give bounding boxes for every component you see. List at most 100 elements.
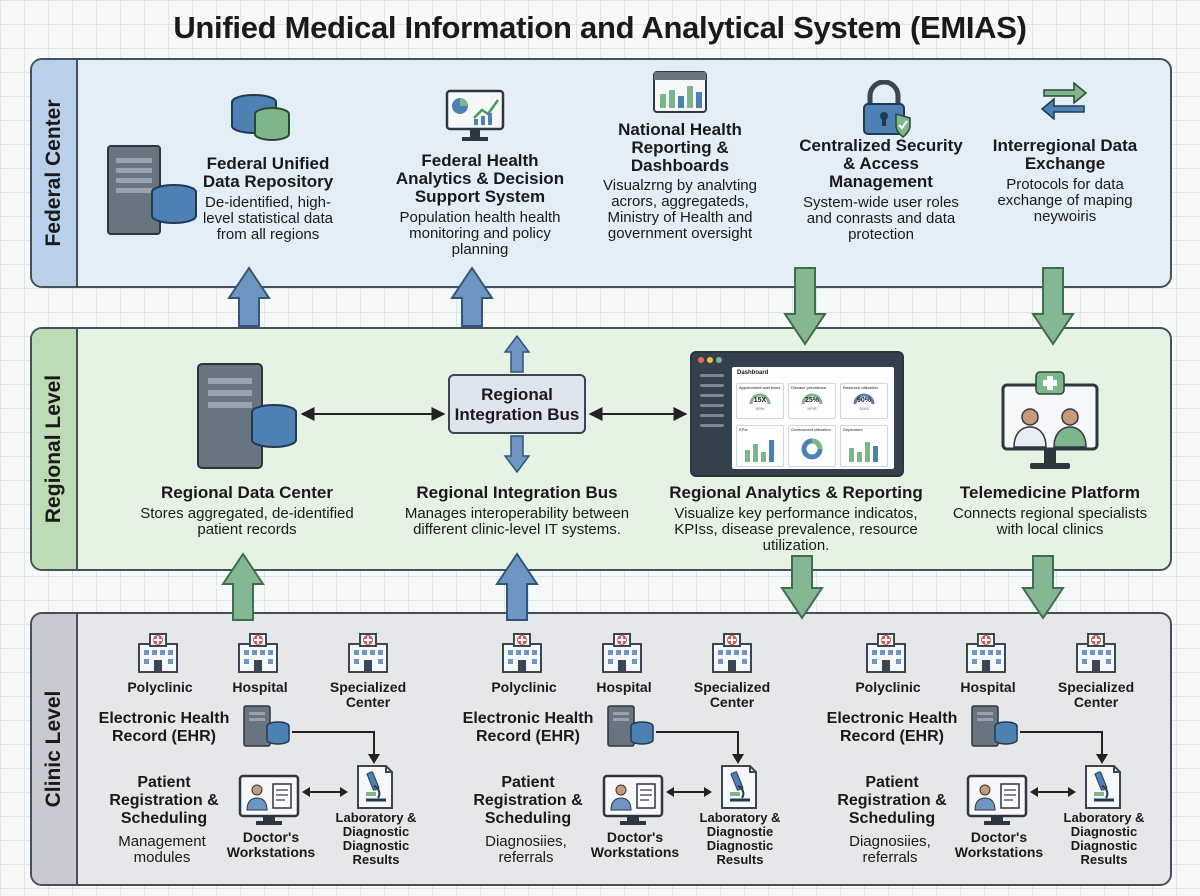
exchange-arrows-icon (1040, 82, 1088, 120)
card-title: Disease prevalence (791, 385, 827, 390)
specialized-center-building-icon (348, 633, 388, 673)
card-title: Appointment wait times (739, 385, 781, 390)
ehr-to-lab-connector (292, 731, 380, 764)
card-sub: KPIS (807, 406, 817, 411)
regional-integration-bus-title: Regional Integration Bus (416, 483, 618, 502)
regional-server-icon (197, 363, 297, 469)
card-title: Dependent (843, 427, 863, 432)
workstations-label: Doctor's Workstations (590, 829, 680, 860)
federal-repository-title: Federal Unified Data Repository (202, 154, 334, 191)
workstations-label: Doctor's Workstations (954, 829, 1044, 860)
ehr-server-icon (243, 705, 290, 747)
hospital-building-icon (966, 633, 1006, 673)
polyclinic-building-icon (866, 633, 906, 673)
polyclinic-label: Polyclinic (491, 679, 557, 695)
gauge-icon (853, 393, 875, 405)
doctor-workstation-icon (238, 774, 300, 825)
regional-dashboard-screen: Dashboard Appointment wait times 15X KPI… (690, 351, 904, 477)
federal-server-icon (107, 145, 197, 235)
ehr-to-lab-connector (1020, 731, 1108, 764)
workstation-lab-link (1030, 787, 1076, 797)
registration-title: Patient Registration & Scheduling (109, 774, 219, 827)
workstations-label: Doctor's Workstations (226, 829, 316, 860)
federal-exchange-title: Interregional Data Exchange (992, 136, 1138, 173)
federal-reporting-desc: Visualzrng by analvting acrors, aggregat… (603, 177, 757, 242)
diagram-title: Unified Medical Information and Analytic… (173, 10, 1027, 45)
ehr-to-lab-connector (656, 731, 744, 764)
federal-exchange-desc: Protocols for data exchange of maping ne… (997, 176, 1133, 225)
telemedicine-monitor-icon (1001, 371, 1099, 469)
doctor-workstation-icon (966, 774, 1028, 825)
reporting-dashboard-icon (653, 71, 707, 113)
ehr-server-icon (607, 705, 654, 747)
dashboard-card: Appointment wait times 15X KPIs (736, 383, 784, 419)
dashboard-sidebar (696, 367, 728, 469)
federal-repository-desc: De-identified, high-level statistical da… (202, 194, 334, 243)
regional-analytics-desc: Visualize key performance indicatos, KPI… (674, 505, 918, 554)
hospital-building-icon (238, 633, 278, 673)
polyclinic-building-icon (138, 633, 178, 673)
specialized-center-label: Specialized Center (693, 679, 771, 710)
polyclinic-building-icon (502, 633, 542, 673)
dashboard-card: Dependent (840, 425, 888, 467)
lab-report-microscope-icon (721, 765, 757, 809)
federal-security-desc: System-wide user roles and conrasts and … (803, 194, 959, 243)
workstation-lab-link (302, 787, 348, 797)
specialized-center-label: Specialized Center (1057, 679, 1135, 710)
lab-results-label: Laboratory & Diagnostic Diagnostic Resul… (335, 810, 417, 867)
ehr-title: Electronic Health Record (EHR) (826, 710, 958, 745)
regional-data-center-title: Regional Data Center (161, 483, 333, 502)
registration-title: Patient Registration & Scheduling (837, 774, 947, 827)
federal-security-title: Centralized Security & Access Management (799, 136, 963, 191)
card-title: Government utilization (791, 427, 831, 432)
registration-title: Patient Registration & Scheduling (473, 774, 583, 827)
regional-label-text: Regional Level (42, 374, 65, 524)
security-lock-icon (863, 80, 911, 138)
regional-integration-bus-box: Regional Integration Bus (448, 374, 586, 434)
regional-analytics-title: Regional Analytics & Reporting (669, 483, 923, 502)
bar-chart-icon (745, 440, 774, 462)
specialized-center-label: Specialized Center (329, 679, 407, 710)
gauge-icon (749, 393, 771, 405)
gauge-icon (801, 393, 823, 405)
analytics-monitor-icon (445, 89, 505, 141)
federal-band-label: Federal Center (32, 60, 78, 286)
doctor-workstation-icon (602, 774, 664, 825)
dashboard-card: Disease prevalence 25% KPIS (788, 383, 836, 419)
federal-database-icon (231, 94, 290, 141)
registration-desc: Diagnosiies, referrals (485, 833, 567, 866)
polyclinic-label: Polyclinic (127, 679, 193, 695)
card-sub: KPIs (755, 406, 765, 411)
hospital-label: Hospital (596, 679, 652, 695)
lab-report-microscope-icon (357, 765, 393, 809)
regional-integration-bus-desc: Manages interoperability between differe… (404, 505, 630, 538)
hospital-building-icon (602, 633, 642, 673)
federal-band: Federal Center (30, 58, 1172, 288)
ehr-title: Electronic Health Record (EHR) (462, 710, 594, 745)
specialized-center-building-icon (712, 633, 752, 673)
card-value: 15X (753, 397, 767, 404)
dashboard-card: KPIs (736, 425, 784, 467)
card-value: 25% (804, 397, 819, 404)
clinic-band-label: Clinic Level (32, 614, 78, 884)
regional-band-label: Regional Level (32, 329, 78, 569)
card-sub: 9203 (859, 406, 869, 411)
ehr-title: Electronic Health Record (EHR) (98, 710, 230, 745)
ehr-server-icon (971, 705, 1018, 747)
clinic-label-text: Clinic Level (42, 690, 65, 808)
polyclinic-label: Polyclinic (855, 679, 921, 695)
dashboard-card: Resource utilization 90% 9203 (840, 383, 888, 419)
lab-report-microscope-icon (1085, 765, 1121, 809)
hospital-label: Hospital (232, 679, 288, 695)
registration-desc: Management modules (118, 833, 206, 866)
card-value: 90% (856, 397, 871, 404)
federal-label-text: Federal Center (42, 99, 65, 247)
telemedicine-title: Telemedicine Platform (959, 483, 1141, 502)
card-title: Resource utilization (843, 385, 878, 390)
lab-results-label: Laboratory & Diagnostic Diagnostic Resul… (1063, 810, 1145, 867)
federal-reporting-title: National Health Reporting & Dashboards (618, 120, 742, 175)
registration-desc: Diagnosiies, referrals (849, 833, 931, 866)
federal-analytics-title: Federal Health Analytics & Decision Supp… (395, 151, 565, 206)
specialized-center-building-icon (1076, 633, 1116, 673)
regional-data-center-desc: Stores aggregated, de-identified patient… (140, 505, 354, 538)
